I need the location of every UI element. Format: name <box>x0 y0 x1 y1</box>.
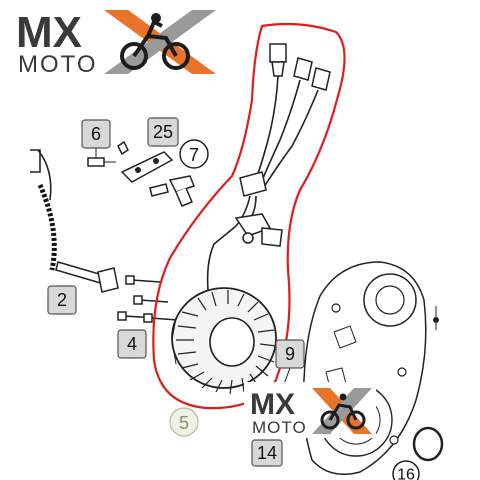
svg-text:6: 6 <box>91 124 101 144</box>
callout-14: 14 <box>251 439 283 467</box>
cable-clip <box>149 175 195 207</box>
svg-text:2: 2 <box>57 290 67 310</box>
svg-text:14: 14 <box>257 443 277 463</box>
logo-x-mark-icon <box>312 388 372 434</box>
stator-screws <box>117 275 179 323</box>
logo-x-mark-icon <box>104 10 216 74</box>
callout-4: 4 <box>117 329 147 359</box>
bracket-clamp <box>117 140 174 183</box>
svg-text:5: 5 <box>179 413 189 433</box>
logo-moto-text: MOTO <box>252 418 307 437</box>
svg-text:16: 16 <box>397 467 415 480</box>
svg-text:25: 25 <box>153 122 173 142</box>
callout-9: 9 <box>275 339 305 385</box>
callout-5: 5 <box>169 407 199 437</box>
bolt-small <box>87 157 116 167</box>
svg-text:4: 4 <box>127 334 137 354</box>
o-ring <box>412 426 444 462</box>
ignition-cover <box>302 261 439 475</box>
cover-gasket-partial <box>30 149 57 271</box>
logo-moto-text: MOTO <box>18 51 98 78</box>
callout-16: 16 <box>392 460 420 480</box>
svg-text:9: 9 <box>285 344 295 364</box>
brand-logo-bottom: MX MOTO <box>244 382 376 438</box>
callout-6: 6 <box>81 119 111 158</box>
long-bolt <box>55 261 119 293</box>
brand-logo-top: MX MOTO <box>16 8 216 78</box>
callout-2: 2 <box>47 285 77 315</box>
callout-25: 25 <box>147 117 179 147</box>
logo-mx-text: MX <box>16 8 82 57</box>
callout-7: 7 <box>179 139 209 169</box>
svg-text:7: 7 <box>189 145 199 165</box>
stator-wiring-harness <box>171 43 331 395</box>
logo-mx-text: MX <box>250 388 295 421</box>
